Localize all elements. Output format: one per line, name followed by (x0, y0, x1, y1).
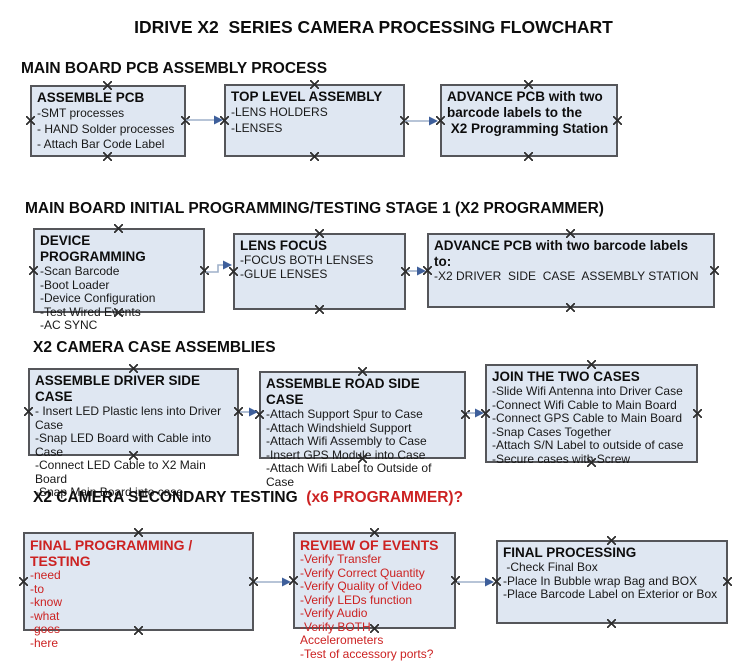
connection-handle (229, 266, 238, 276)
connection-handle (400, 115, 409, 125)
box-title: ADVANCE PCB with two barcode labels to t… (447, 89, 609, 136)
connection-handle (693, 408, 702, 418)
box-item: -Attach Windshield Support (266, 420, 412, 435)
flow-box-review-of-events: REVIEW OF EVENTS -Verify Transfer -Verif… (289, 528, 460, 660)
box-item: -FOCUS BOTH LENSES (240, 253, 374, 267)
box-item: -what (30, 608, 60, 623)
box-item: -Scan Barcode (40, 264, 120, 278)
box-item: -X2 DRIVER SIDE CASE ASSEMBLY STATION (434, 269, 699, 283)
connection-handle (29, 265, 38, 275)
box-title: ADVANCE PCB with two barcode labels to: (434, 238, 692, 269)
box-item: -know (30, 595, 63, 609)
box-item: -need (30, 568, 61, 582)
box-item: -Connect GPS Cable to Main Board (492, 411, 683, 425)
box-item: -Snap Cases Together (492, 424, 612, 439)
connection-handle (436, 115, 445, 125)
box-title: LENS FOCUS (240, 238, 328, 253)
connection-handle (423, 265, 432, 275)
box-title: FINAL PROCESSING (503, 545, 637, 560)
box-item: -Connect LED Cable to X2 Main Board (35, 458, 210, 486)
box-item: -Snap Main Board into case (35, 485, 184, 499)
box-item: - HAND Solder processes (37, 121, 175, 136)
box-title: TOP LEVEL ASSEMBLY (231, 89, 383, 104)
flow-box-lens-focus: LENS FOCUS -FOCUS BOTH LENSES -GLUE LENS… (229, 229, 410, 314)
box-item: -Attach Wifi Label to Outside of Case (266, 461, 435, 489)
connection-handle (492, 577, 501, 586)
box-item: -Attach Wifi Assembly to Case (266, 434, 427, 448)
box-title: JOIN THE TWO CASES (492, 369, 640, 384)
box-title: REVIEW OF EVENTS (300, 537, 439, 553)
box-item: -LENS HOLDERS (231, 105, 328, 119)
box-title: FINAL PROGRAMMING / TESTING (30, 537, 197, 569)
flow-box-assemble-pcb: ASSEMBLE PCB -SMT processes - HAND Solde… (26, 81, 190, 161)
connection-handle (220, 115, 229, 125)
box-title: ASSEMBLE DRIVER SIDE CASE (35, 373, 204, 404)
heading-red-part: (x6 PROGRAMMER)? (302, 489, 464, 506)
box-item: -Verify Correct Quantity (300, 565, 425, 580)
box-item: -Attach Support Spur to Case (266, 407, 423, 421)
box-item: -SMT processes (37, 106, 125, 120)
connection-handle (461, 410, 470, 419)
box-item: -Secure cases with Screw (492, 451, 631, 466)
box-item: -AC SYNC (40, 318, 98, 332)
flow-box-device-programming: DEVICE PROGRAMMING -Scan Barcode -Boot L… (29, 224, 209, 332)
flow-box-top-level-assembly: TOP LEVEL ASSEMBLY -LENS HOLDERS -LENSES (220, 80, 409, 161)
connection-handle (234, 407, 243, 416)
box-item: -Boot Loader (40, 277, 110, 292)
box-item: -LENSES (231, 120, 283, 135)
box-item: - Insert LED Plastic lens into Driver Ca… (35, 404, 225, 432)
box-item: -Verify Quality of Video (300, 579, 422, 593)
connection-handle (181, 116, 190, 125)
flow-box-assemble-driver-side-case: ASSEMBLE DRIVER SIDE CASE - Insert LED P… (24, 364, 243, 499)
box-item: -Place Barcode Label on Exterior or Box (503, 587, 718, 601)
section-heading-pcb-assembly: MAIN BOARD PCB ASSEMBLY PROCESS (21, 60, 328, 77)
section-heading-initial-programming: MAIN BOARD INITIAL PROGRAMMING/TESTING S… (25, 200, 604, 217)
box-item: -Slide Wifi Antenna into Driver Case (492, 384, 683, 398)
box-item: -Device Configuration (40, 291, 156, 305)
box-item: -Test Wired Events (40, 304, 141, 319)
connection-handle (249, 576, 258, 586)
box-item: -Test of accessory ports? (300, 646, 434, 661)
box-title: DEVICE PROGRAMMING (40, 233, 146, 264)
box-item: -Check Final Box (503, 560, 598, 574)
flow-box-join-the-two-cases: JOIN THE TWO CASES -Slide Wifi Antenna i… (481, 360, 702, 467)
flow-box-advance-pcb-driver-side-station: ADVANCE PCB with two barcode labels to: … (423, 229, 719, 312)
box-item: -goes (30, 622, 61, 636)
box-item: -Verify BOTH Accelerometers (300, 619, 384, 647)
flow-box-assemble-road-side-case: ASSEMBLE ROAD SIDE CASE -Attach Support … (255, 367, 470, 488)
box-item: - Attach Bar Code Label (37, 137, 165, 151)
box-item: -Connect Wifi Cable to Main Board (492, 397, 677, 412)
box-title: ASSEMBLE PCB (37, 90, 145, 105)
box-item: -Insert GPS Module into Case (266, 447, 426, 462)
connection-handle (710, 265, 719, 275)
box-item: -GLUE LENSES (240, 266, 328, 281)
box-item: -Attach S/N Label to outside of case (492, 438, 684, 452)
connection-handle (481, 408, 490, 418)
flow-box-final-programming-testing: FINAL PROGRAMMING / TESTING -need -to -k… (19, 528, 258, 649)
box-title: ASSEMBLE ROAD SIDE CASE (266, 376, 424, 407)
connection-handle (401, 266, 410, 276)
connection-handle (26, 116, 35, 125)
heading-black-part: X2 CAMERA SECONDARY TESTING (33, 489, 302, 506)
box-item: -here (30, 635, 59, 650)
flow-box-advance-pcb-programming-station: ADVANCE PCB with two barcode labels to t… (436, 80, 622, 161)
connection-handle (613, 115, 622, 125)
box-item: -Snap LED Board with Cable into Case (35, 431, 215, 459)
page-title: IDRIVE X2 SERIES CAMERA PROCESSING FLOWC… (134, 17, 613, 37)
connection-handle (451, 575, 460, 585)
flow-box-final-processing: FINAL PROCESSING -Check Final Box -Place… (492, 536, 732, 628)
box-item: -Verify LEDs function (300, 592, 413, 607)
box-item: -Place In Bubble wrap Bag and BOX (503, 573, 698, 588)
box-item: -Verify Transfer (300, 552, 382, 566)
connection-handle (723, 577, 732, 586)
box-item: -to (30, 581, 45, 596)
box-item: -Verify Audio (300, 606, 368, 620)
connection-handle (255, 410, 264, 419)
section-heading-secondary-testing: X2 CAMERA SECONDARY TESTING (x6 PROGRAMM… (33, 489, 463, 507)
connection-handle (200, 265, 209, 275)
section-heading-case-assemblies: X2 CAMERA CASE ASSEMBLIES (33, 339, 276, 356)
connection-handle (19, 576, 28, 586)
connection-handle (289, 575, 298, 585)
connection-handle (24, 407, 33, 416)
